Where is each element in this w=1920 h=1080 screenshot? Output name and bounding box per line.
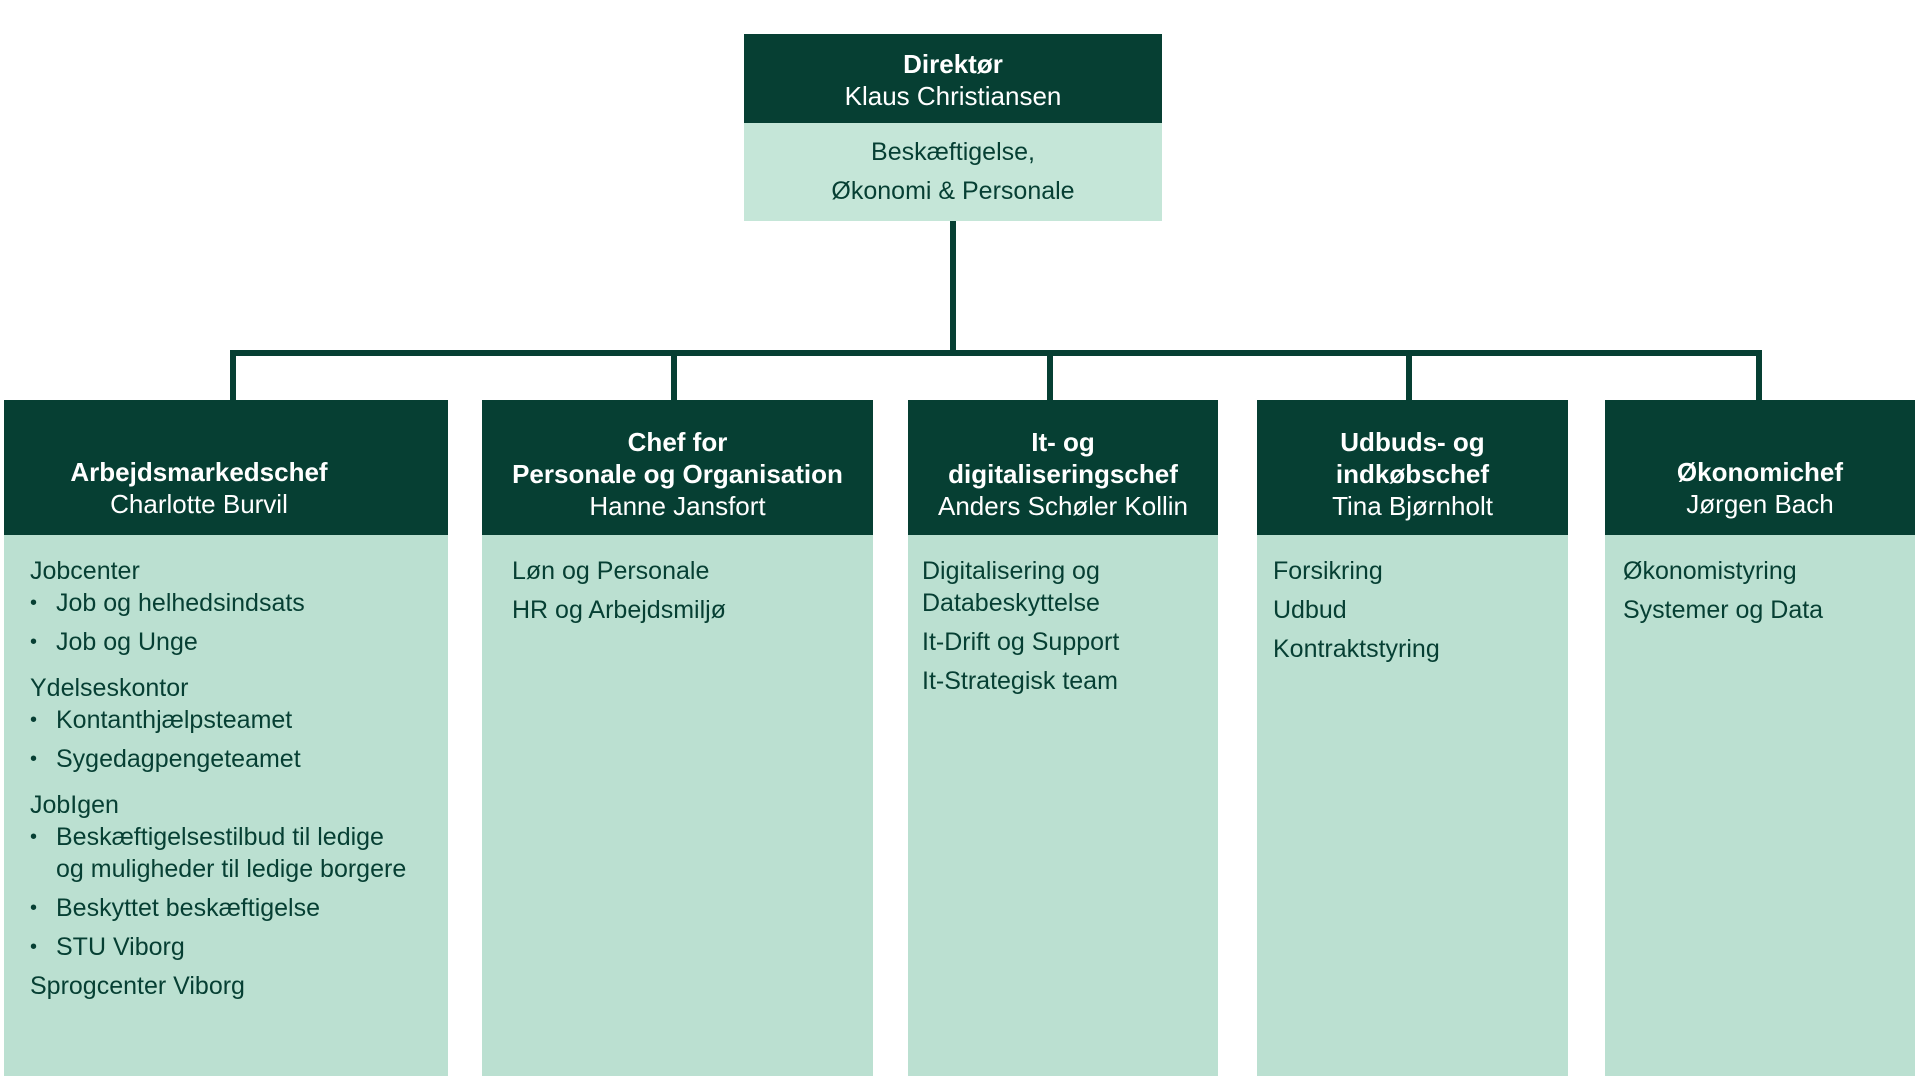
list-item-text: Beskyttet beskæftigelse (56, 894, 321, 922)
group-title: JobIgen (30, 791, 119, 819)
bullet-icon: • (30, 592, 38, 614)
unit-title-line1: Chef for (627, 426, 728, 457)
list-item: Udbud (1273, 596, 1347, 624)
unit-oekonomi: Økonomichef Jørgen Bach Økonomistyring S… (1605, 400, 1915, 1076)
group-jobigen: JobIgen • Beskæftigelsestilbud til ledige… (30, 789, 448, 963)
unit-body: Løn og Personale HR og Arbejdsmiljø (482, 535, 873, 1076)
connector-stub-4 (1406, 350, 1412, 400)
list-item-text: Job og Unge (56, 628, 198, 656)
list-item: • Beskæftigelsestilbud til ledige og muli… (30, 821, 410, 885)
unit-manager-name: Jørgen Bach (1686, 488, 1834, 519)
list-item: HR og Arbejdsmiljø (512, 596, 726, 624)
connector-director-vertical (950, 221, 956, 354)
unit-header: Økonomichef Jørgen Bach (1605, 400, 1915, 535)
director-title: Direktør (903, 48, 1003, 79)
list-item: Forsikring (1273, 557, 1383, 585)
list-item: • Sygedagpengeteamet (30, 743, 448, 775)
unit-body: Økonomistyring Systemer og Data (1605, 535, 1915, 1076)
bullet-icon: • (30, 826, 38, 848)
list-item: Systemer og Data (1623, 596, 1824, 624)
list-item: Kontraktstyring (1273, 635, 1440, 663)
unit-manager-name: Anders Schøler Kollin (938, 490, 1188, 521)
unit-body: Jobcenter • Job og helhedsindsats • Job og… (4, 535, 448, 1076)
unit-header: It- og digitaliseringschef Anders Schøle… (908, 400, 1218, 535)
list-item: Digitalisering og Databeskyttelse (922, 557, 1100, 617)
bullet-icon: • (30, 748, 38, 770)
bullet-icon: • (30, 631, 38, 653)
list-item: • STU Viborg (30, 931, 410, 963)
unit-it-digitalisering: It- og digitaliseringschef Anders Schøle… (908, 400, 1218, 1076)
list-item-text: Kontanthjælpsteamet (56, 706, 293, 734)
list-item: Økonomistyring (1623, 557, 1797, 585)
unit-header: Chef for Personale og Organisation Hanne… (482, 400, 873, 535)
unit-title-line1: It- og (1031, 426, 1095, 457)
director-header: Direktør Klaus Christiansen (744, 34, 1162, 123)
standalone-item: Sprogcenter Viborg (30, 972, 245, 1000)
unit-manager-name: Charlotte Burvil (110, 488, 288, 519)
unit-body: Digitalisering og Databeskyttelse It-Dri… (908, 535, 1218, 1076)
director-area: Beskæftigelse, Økonomi & Personale (744, 123, 1162, 221)
unit-title-line2: indkøbschef (1335, 458, 1490, 489)
director-area-line1: Beskæftigelse, (871, 138, 1035, 166)
group-title: Ydelseskontor (30, 674, 189, 702)
unit-title-line2: Personale og Organisation (512, 458, 843, 489)
director-name: Klaus Christiansen (844, 80, 1062, 111)
director-area-line2: Økonomi & Personale (831, 177, 1075, 205)
group-title: Jobcenter (30, 557, 140, 585)
bullet-icon: • (30, 936, 38, 958)
unit-title: Arbejdsmarkedschef (70, 456, 328, 487)
unit-body: Forsikring Udbud Kontraktstyring (1257, 535, 1568, 1076)
list-item-text: STU Viborg (56, 933, 185, 961)
list-item: • Kontanthjælpsteamet (30, 704, 448, 736)
unit-manager-name: Hanne Jansfort (589, 490, 766, 521)
unit-header: Udbuds- og indkøbschef Tina Bjørnholt (1257, 400, 1568, 535)
connector-stub-1 (230, 350, 236, 400)
list-item: It-Drift og Support (922, 628, 1120, 656)
bullet-icon: • (30, 709, 38, 731)
list-item-text: Beskæftigelsestilbud til ledige og mulig… (56, 823, 407, 883)
unit-title-line2: digitaliseringschef (948, 458, 1178, 489)
list-item: It-Strategisk team (922, 667, 1118, 695)
list-item-text: Sygedagpengeteamet (56, 745, 301, 773)
group-jobcenter: Jobcenter • Job og helhedsindsats • Job og… (30, 555, 448, 658)
unit-header: Arbejdsmarkedschef Charlotte Burvil (4, 400, 448, 535)
unit-personale-organisation: Chef for Personale og Organisation Hanne… (482, 400, 873, 1076)
bullet-icon: • (30, 897, 38, 919)
connector-stub-5 (1756, 350, 1762, 400)
list-item-text: Job og helhedsindsats (56, 589, 305, 617)
group-ydelseskontor: Ydelseskontor • Kontanthjælpsteamet • Syge… (30, 672, 448, 775)
connector-horizontal-bar (230, 350, 1762, 356)
unit-title: Økonomichef (1676, 456, 1844, 487)
unit-udbud-indkoeb: Udbuds- og indkøbschef Tina Bjørnholt Fo… (1257, 400, 1568, 1076)
list-item: • Job og helhedsindsats (30, 587, 448, 619)
list-item: • Beskyttet beskæftigelse (30, 892, 410, 924)
unit-title-line1: Udbuds- og (1340, 426, 1485, 457)
unit-arbejdsmarked: Arbejdsmarkedschef Charlotte Burvil Jobc… (4, 400, 448, 1076)
list-item: • Job og Unge (30, 626, 448, 658)
connector-stub-2 (671, 350, 677, 400)
unit-manager-name: Tina Bjørnholt (1332, 490, 1493, 521)
list-item: Løn og Personale (512, 557, 710, 585)
director-node: Direktør Klaus Christiansen Beskæftigels… (744, 34, 1162, 221)
connector-stub-3 (1047, 350, 1053, 400)
